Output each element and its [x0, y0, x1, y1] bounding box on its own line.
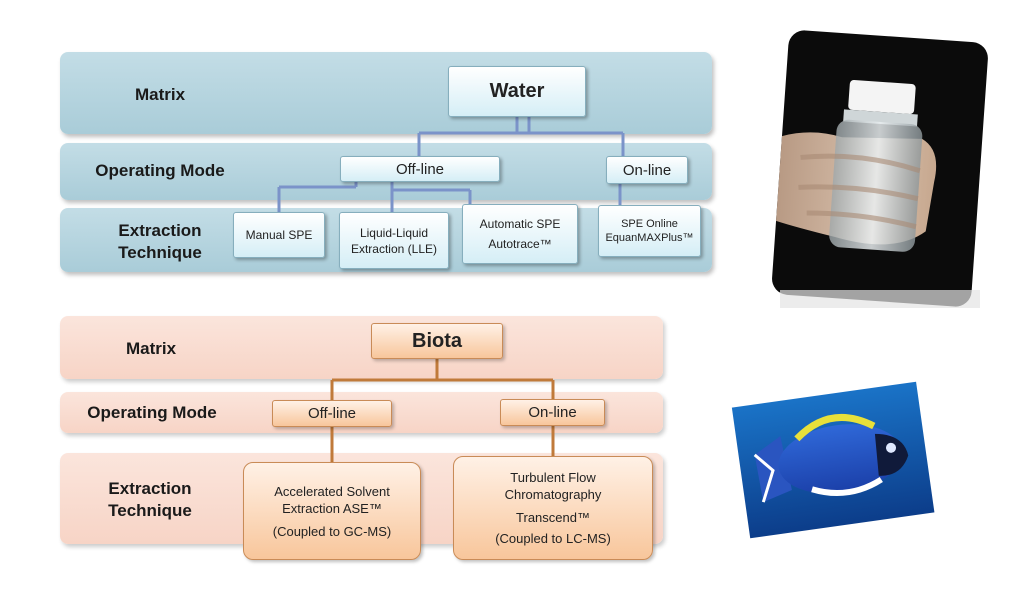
water-technique-label-line1: Extraction [118, 221, 202, 240]
biota-offline-box: Off-line [272, 400, 392, 427]
water-offline-label: Off-line [395, 160, 445, 178]
water-mode-label: Operating Mode [95, 161, 225, 180]
water-manual-spe-label: Manual SPE [245, 228, 313, 242]
biota-tfc-line1: Turbulent Flow [510, 470, 596, 485]
biota-online-label: On-line [528, 404, 577, 421]
biota-ase-line2: Extraction ASE™ [282, 500, 382, 516]
biota-tfc-box: Turbulent Flow Chromatography Transcend™… [453, 456, 653, 560]
biota-technique-label-line2: Technique [108, 501, 192, 520]
biota-online-box: On-line [500, 399, 605, 426]
water-lle-box: Liquid-Liquid Extraction (LLE) [339, 212, 449, 269]
water-online-box: On-line [606, 156, 688, 184]
biota-matrix-value: Biota [412, 329, 462, 352]
water-matrix-box: Water [448, 66, 586, 117]
water-spe-online-line2: EquanMAXPlus™ [605, 232, 694, 244]
water-technique-label-line2: Technique [118, 243, 202, 262]
water-online-label: On-line [622, 161, 672, 179]
water-bottle-photo [772, 30, 988, 308]
water-matrix-label: Matrix [134, 85, 186, 104]
water-autotrace-box: Automatic SPE Autotrace™ [462, 204, 578, 264]
biota-ase-line3: (Coupled to GC-MS) [272, 523, 392, 539]
biota-matrix-box: Biota [371, 323, 503, 359]
water-matrix-value: Water [489, 80, 545, 102]
water-offline-box: Off-line [340, 156, 500, 182]
water-matrix-band [60, 52, 712, 134]
water-spe-online-line1: SPE Online [621, 218, 678, 230]
water-spe-online-box: SPE Online EquanMAXPlus™ [598, 205, 701, 257]
water-technique-label: Extraction Technique [90, 220, 230, 264]
biota-matrix-label: Matrix [125, 339, 177, 358]
biota-ase-line1: Accelerated Solvent [274, 483, 390, 499]
biota-matrix-band [60, 316, 663, 379]
water-manual-spe-box: Manual SPE [233, 212, 325, 258]
biota-technique-label: Extraction Technique [80, 478, 220, 522]
biota-ase-box: Accelerated Solvent Extraction ASE™ (Cou… [243, 462, 421, 560]
biota-tfc-line3: Transcend™ [516, 510, 590, 525]
fish-photo [731, 381, 935, 539]
biota-mode-label: Operating Mode [87, 403, 217, 422]
water-lle-line2: Extraction (LLE) [350, 241, 438, 256]
biota-tfc-line2: Chromatography [504, 487, 602, 502]
water-autotrace-line2: Autotrace™ [488, 237, 552, 251]
water-autotrace-line1: Automatic SPE [479, 217, 561, 231]
biota-technique-label-line1: Extraction [108, 479, 192, 498]
water-lle-line1: Liquid-Liquid [359, 225, 429, 240]
biota-offline-label: Off-line [307, 405, 357, 422]
biota-tfc-line4: (Coupled to LC-MS) [495, 531, 611, 546]
